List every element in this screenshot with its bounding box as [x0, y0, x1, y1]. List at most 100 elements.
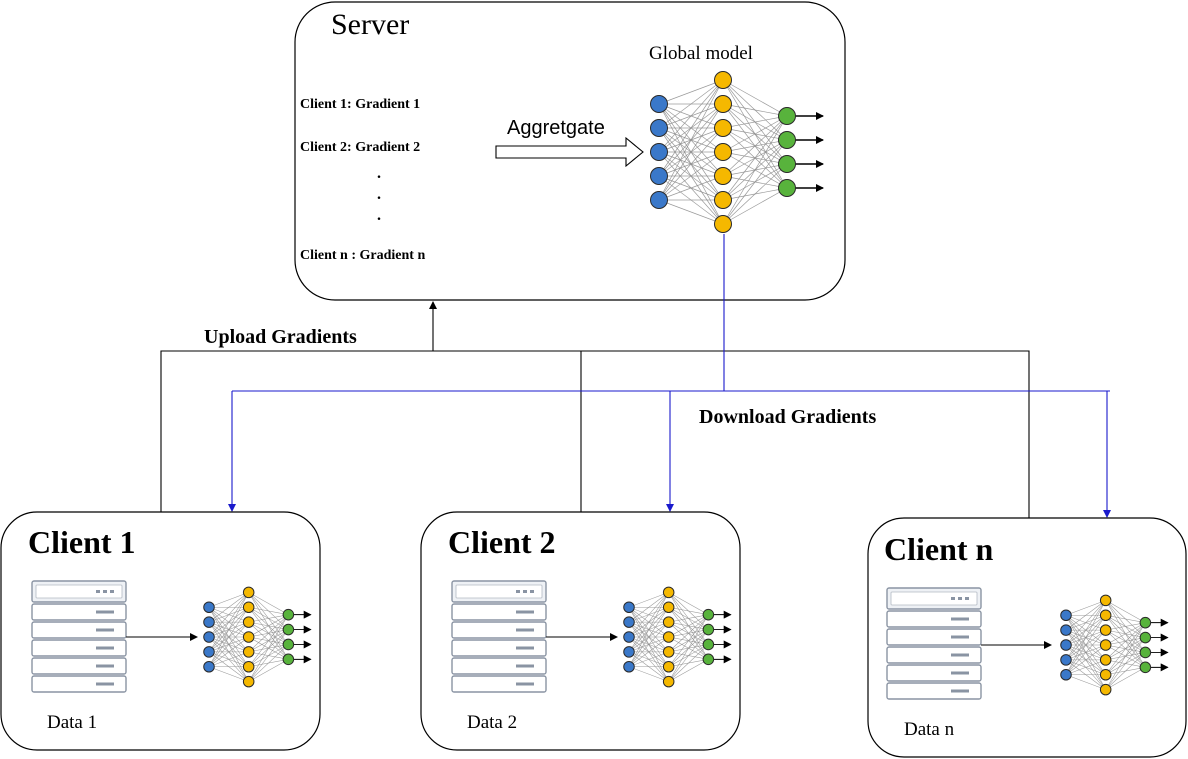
- network-edge: [658, 103, 724, 201]
- client-title: Client n: [884, 531, 994, 567]
- input-node: [650, 95, 668, 113]
- input-node: [623, 631, 635, 643]
- client-box-2: Client 2 Data 2: [420, 511, 741, 751]
- network-edge: [722, 187, 788, 225]
- network-edge: [628, 651, 669, 668]
- hidden-node: [242, 616, 255, 628]
- local-model-network-icon: [1060, 594, 1169, 696]
- download-connections: Download Gradients: [228, 234, 1111, 518]
- network-edge: [722, 103, 788, 117]
- network-edge: [658, 79, 724, 105]
- network-edge: [628, 621, 669, 667]
- network-edge: [248, 629, 289, 682]
- network-edge: [1065, 615, 1106, 675]
- client-box-1: Client 1 Data 1: [0, 511, 321, 751]
- local-model-network-icon: [623, 586, 732, 688]
- local-model-network-icon: [203, 586, 312, 688]
- hidden-node: [1099, 594, 1112, 607]
- input-node: [623, 646, 635, 658]
- input-node: [650, 191, 668, 209]
- network-edge: [208, 592, 249, 623]
- data-server-icon: [31, 580, 127, 693]
- network-edge: [658, 127, 724, 201]
- network-edge: [628, 592, 669, 653]
- network-edge: [658, 79, 724, 177]
- hidden-node: [662, 631, 675, 643]
- input-node: [650, 167, 668, 185]
- hidden-node: [1099, 654, 1112, 666]
- network-edge: [668, 644, 709, 682]
- network-edge: [1105, 667, 1146, 690]
- input-node: [1060, 654, 1072, 666]
- network-edge: [208, 607, 249, 667]
- network-edge: [658, 151, 724, 201]
- network-edge: [628, 592, 669, 667]
- network-edge: [208, 592, 249, 653]
- network-edge: [668, 606, 709, 615]
- ellipsis-dot: .: [377, 186, 381, 203]
- network-edge: [208, 621, 249, 667]
- network-edge: [1065, 644, 1106, 675]
- hidden-node: [1099, 609, 1112, 622]
- input-node: [623, 660, 635, 673]
- hidden-node: [714, 95, 732, 113]
- network-edge: [1065, 600, 1106, 646]
- input-node: [203, 616, 215, 628]
- network-edge: [722, 163, 788, 225]
- output-node: [702, 623, 715, 636]
- network-edge: [248, 606, 289, 615]
- network-edge: [248, 614, 289, 638]
- hidden-node: [242, 631, 255, 643]
- network-edge: [1065, 600, 1106, 631]
- network-edge: [658, 175, 724, 201]
- server-entry-n: Client n : Gradient n: [300, 248, 425, 263]
- network-edge: [1065, 600, 1106, 616]
- network-edge: [1105, 622, 1146, 675]
- network-edge: [1065, 600, 1106, 675]
- upload-connections: Upload Gradients: [160, 301, 1030, 518]
- input-node: [650, 119, 668, 137]
- network-edge: [208, 666, 249, 682]
- aggregate-label: Aggretgate: [507, 117, 605, 139]
- network-edge: [248, 614, 289, 667]
- global-model-label: Global model: [649, 43, 753, 64]
- output-node: [1139, 616, 1152, 629]
- output-node: [1139, 631, 1152, 644]
- data-label: Data n: [904, 719, 955, 740]
- ellipsis-dot: .: [377, 165, 381, 182]
- network-edge: [722, 115, 788, 177]
- output-node: [778, 155, 796, 173]
- hidden-node: [242, 601, 255, 614]
- client-title: Client 1: [28, 524, 136, 560]
- download-gradients-label: Download Gradients: [699, 406, 876, 428]
- network-edge: [208, 651, 249, 668]
- network-edge: [628, 592, 669, 623]
- network-edge: [208, 592, 249, 638]
- input-node: [623, 616, 635, 628]
- client-box-n: Client n Data n: [867, 517, 1187, 758]
- output-node: [282, 638, 295, 651]
- network-edge: [208, 592, 249, 608]
- network-edge: [722, 115, 788, 153]
- network-edge: [248, 614, 289, 653]
- data-server-icon: [451, 580, 547, 693]
- network-edge: [248, 592, 289, 615]
- network-edge: [248, 614, 289, 682]
- hidden-node: [242, 646, 255, 658]
- hidden-node: [662, 646, 675, 658]
- network-edge: [1105, 600, 1146, 623]
- input-node: [650, 143, 668, 161]
- input-node: [1060, 639, 1072, 651]
- global-model-network-icon: [650, 71, 824, 233]
- network-edge: [668, 629, 709, 682]
- network-edge: [628, 607, 669, 667]
- hidden-node: [714, 191, 732, 209]
- network-edge: [628, 592, 669, 638]
- network-edge: [208, 636, 249, 667]
- output-node: [778, 179, 796, 197]
- input-node: [623, 601, 635, 614]
- network-edge: [1105, 652, 1146, 690]
- network-edge: [658, 79, 724, 129]
- network-edge: [1065, 659, 1106, 676]
